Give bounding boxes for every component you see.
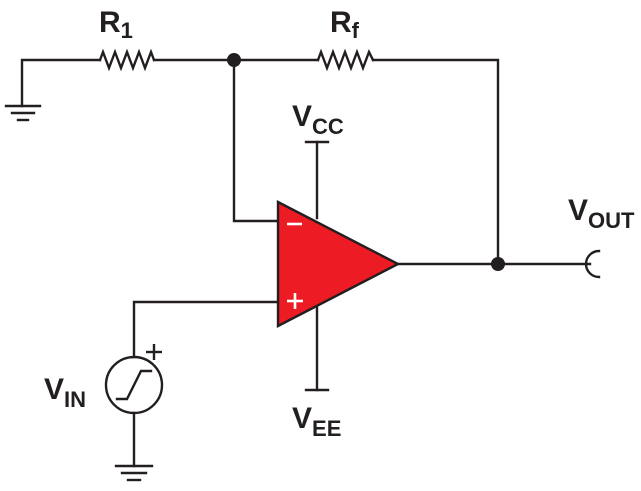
resistor-r1-icon	[98, 48, 156, 72]
wire-feedback-return	[371, 58, 500, 266]
label-r1: R1	[99, 6, 133, 43]
resistor-rf-icon	[316, 48, 375, 72]
source-plus-sign-icon	[146, 344, 162, 360]
junction-node-output	[491, 257, 505, 271]
label-vout: VOUT	[568, 194, 635, 233]
ground-source-icon	[114, 411, 154, 482]
wire-inverting-input	[232, 58, 280, 223]
wire-noninverting-input	[132, 300, 280, 359]
vcc-supply-terminal	[304, 140, 330, 220]
label-vin: VIN	[44, 373, 86, 412]
ground-r1-icon	[4, 58, 102, 122]
label-rf: Rf	[330, 6, 360, 43]
step-voltage-source-icon	[104, 355, 164, 415]
label-vcc: VCC	[292, 100, 344, 139]
output-terminal-icon	[584, 249, 601, 279]
label-vee: VEE	[292, 402, 341, 441]
plus-sign-icon	[287, 293, 303, 309]
vee-supply-terminal	[304, 306, 330, 392]
opamp-triangle-icon	[276, 200, 401, 328]
